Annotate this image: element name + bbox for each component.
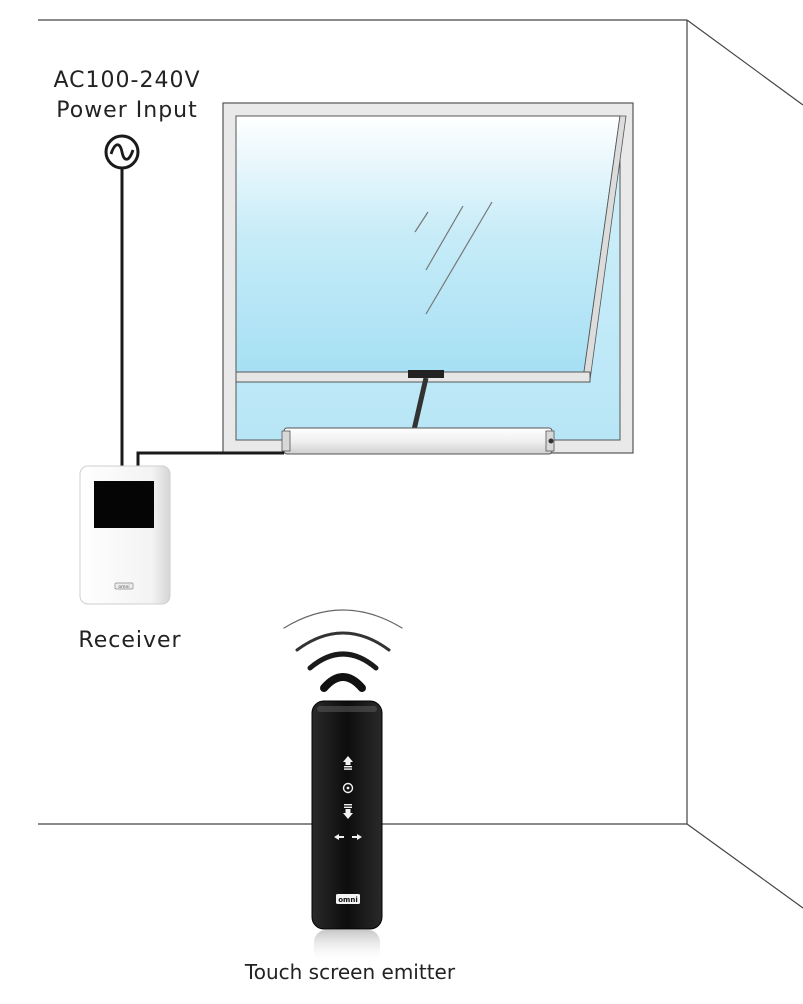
power-input-label: AC100-240V Power Input [52, 66, 202, 126]
receiver-brand-logo: omni [118, 584, 129, 590]
touch-screen-emitter: omni [311, 700, 383, 930]
emitter-brand-logo: omni [338, 896, 358, 904]
glass-reflection [414, 201, 493, 315]
receiver-device: omni [79, 465, 171, 605]
up-arrow-icon[interactable] [343, 756, 353, 770]
wiring [120, 168, 284, 470]
power-input-text: Power Input [56, 98, 198, 123]
left-right-arrow-icon[interactable] [334, 834, 362, 840]
signal-wave-icon [283, 609, 403, 692]
power-voltage-text: AC100-240V [53, 68, 201, 93]
ac-power-icon [104, 134, 140, 170]
chain-actuator [281, 370, 555, 455]
window [222, 102, 634, 454]
receiver-label: Receiver [78, 628, 182, 653]
down-arrow-icon[interactable] [343, 804, 353, 819]
emitter-label: Touch screen emitter [244, 960, 456, 984]
remote-reflection [314, 930, 380, 964]
stop-icon[interactable] [342, 782, 354, 794]
